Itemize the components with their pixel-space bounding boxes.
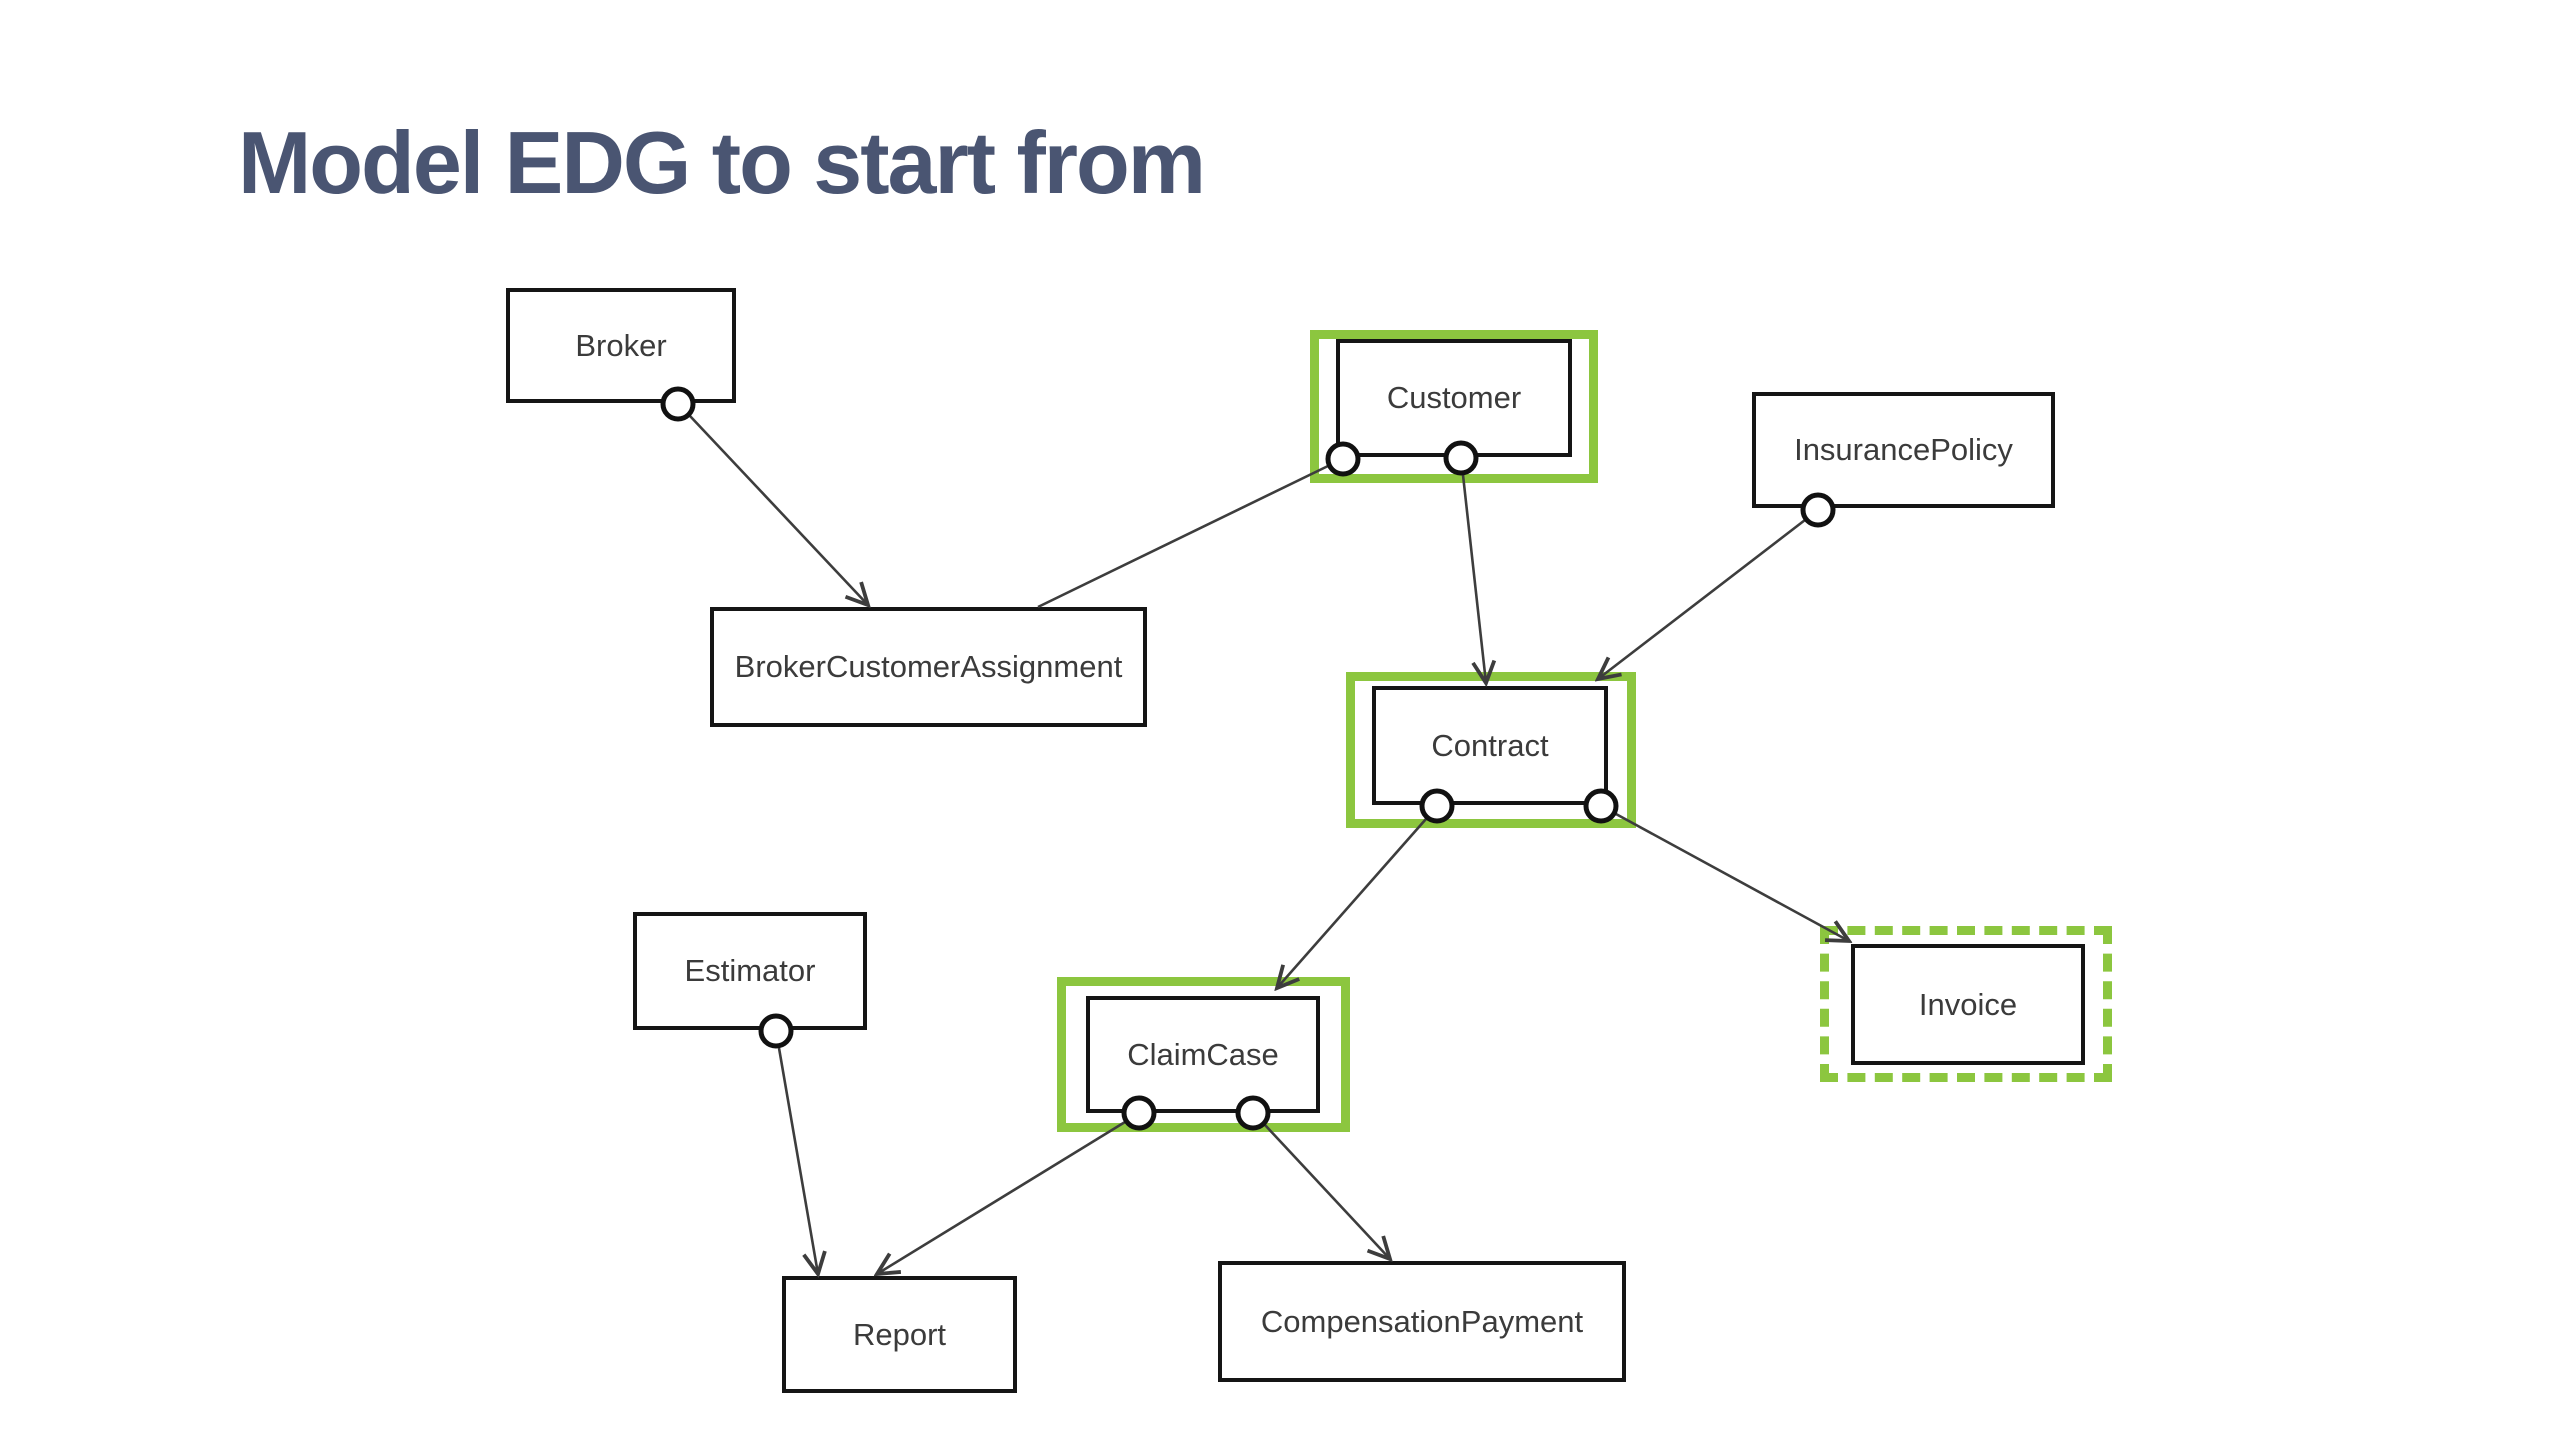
node-insurance-policy: InsurancePolicy (1752, 392, 2055, 508)
node-broker: Broker (506, 288, 736, 403)
highlight-claim-case (1057, 977, 1350, 1132)
edge-contract-to-claimcase (1277, 818, 1427, 988)
node-estimator-label: Estimator (684, 953, 816, 988)
node-estimator: Estimator (633, 912, 867, 1030)
node-report-label: Report (852, 1316, 947, 1352)
edge-customer-to-brokercustomerassignment (1037, 464, 1329, 609)
highlight-invoice (1820, 926, 2112, 1082)
page-title: Model EDG to start from (238, 113, 1206, 212)
edge-broker-to-brokercustomerassignment (689, 415, 868, 605)
node-claim-case: ClaimCase (1086, 996, 1320, 1113)
edge-estimator-to-report (777, 1047, 818, 1274)
node-invoice-label: Invoice (1918, 986, 2018, 1022)
node-compensation-payment-label: CompensationPayment (1260, 1303, 1584, 1339)
node-customer-label: Customer (1386, 380, 1522, 415)
node-broker-label: Broker (575, 327, 667, 363)
edge-insurancepolicy-to-contract (1598, 518, 1806, 679)
edge-contract-to-invoice (1615, 812, 1849, 941)
highlight-customer (1310, 330, 1598, 483)
node-insurance-policy-label: InsurancePolicy (1794, 432, 2013, 467)
node-broker-customer-assignment-label: BrokerCustomerAssignment (734, 649, 1123, 684)
node-contract: Contract (1372, 686, 1608, 805)
edge-claimcase-to-report (877, 1120, 1126, 1274)
node-invoice: Invoice (1851, 944, 2085, 1065)
node-customer: Customer (1336, 339, 1572, 457)
edge-claimcase-to-compensationpayment (1264, 1124, 1390, 1259)
node-compensation-payment: CompensationPayment (1218, 1261, 1626, 1382)
node-report: Report (782, 1276, 1017, 1393)
node-broker-customer-assignment: BrokerCustomerAssignment (710, 607, 1147, 727)
node-claim-case-label: ClaimCase (1127, 1036, 1279, 1072)
node-contract-label: Contract (1431, 727, 1549, 763)
edge-customer-to-contract (1461, 474, 1486, 683)
